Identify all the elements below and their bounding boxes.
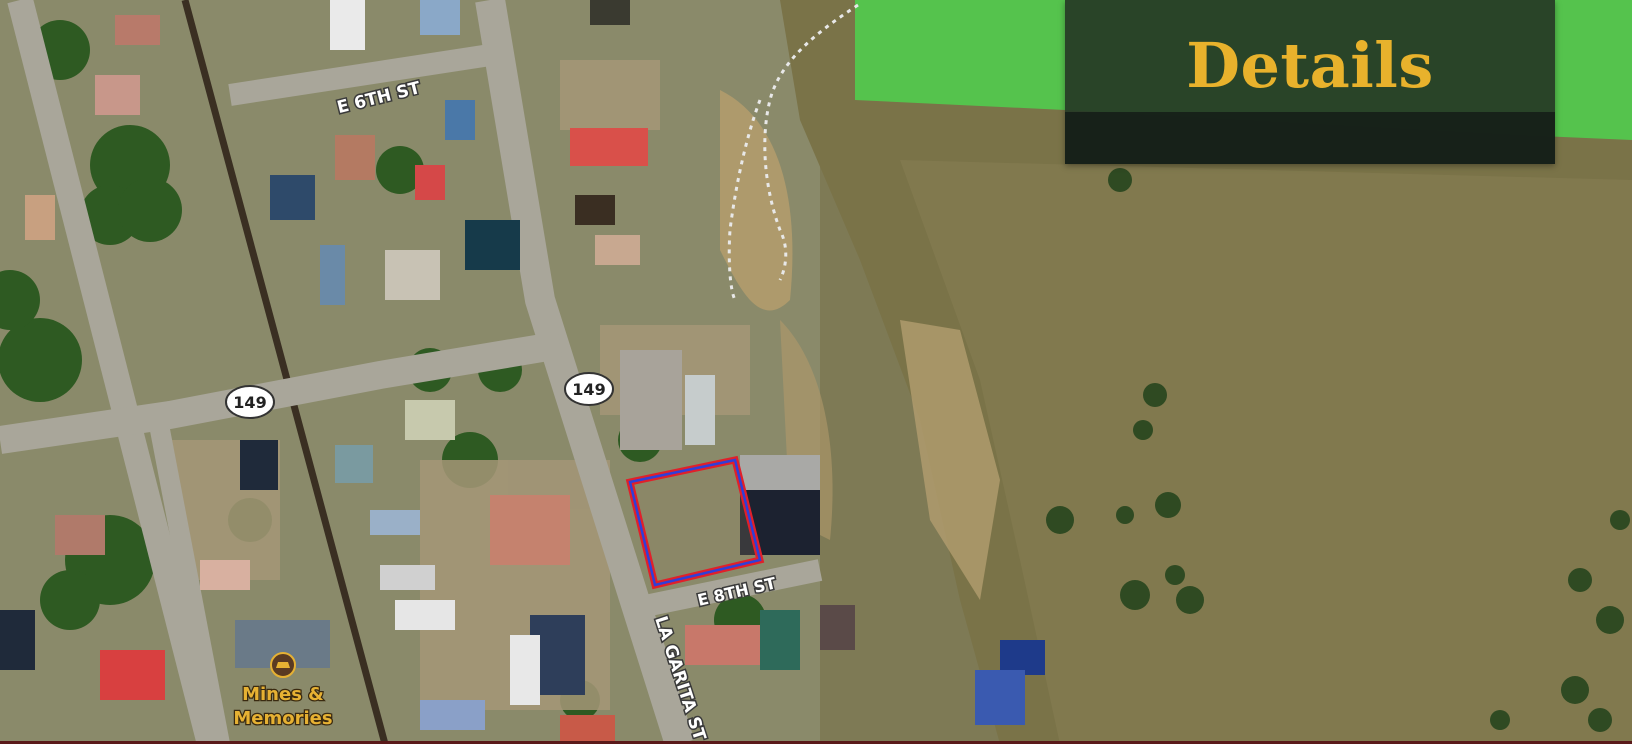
- poi-mines-memories[interactable]: Mines & Memories: [232, 652, 334, 730]
- parcel-outline[interactable]: [625, 455, 765, 590]
- highway-shield-east-label: 149: [572, 380, 605, 399]
- poi-label-line2: Memories: [233, 708, 332, 729]
- details-title: Details: [1186, 29, 1434, 102]
- poi-label-line1: Mines &: [242, 684, 324, 705]
- details-panel[interactable]: Details: [1065, 0, 1555, 164]
- highway-shield-west: 149: [225, 385, 275, 419]
- highway-shield-east: 149: [564, 372, 614, 406]
- bottom-border: [0, 741, 1632, 744]
- details-panel-lower-band: [1065, 112, 1555, 164]
- highway-shield-west-label: 149: [233, 393, 266, 412]
